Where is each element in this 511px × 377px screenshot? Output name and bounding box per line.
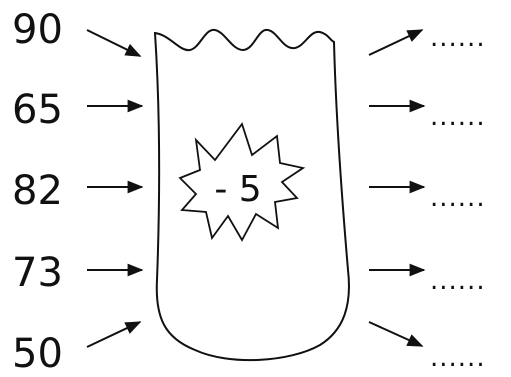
input-arrow-5: [87, 322, 140, 347]
operation-label: - 5: [198, 170, 278, 210]
output-blank-4: ......: [430, 271, 486, 291]
output-arrow-5: [369, 322, 422, 346]
input-value-2: 65: [12, 90, 63, 130]
input-value-5: 50: [12, 334, 63, 374]
output-blank-3: ......: [430, 188, 486, 208]
input-value-1: 90: [12, 10, 63, 50]
output-arrow-1: [369, 30, 422, 55]
input-value-3: 82: [12, 171, 63, 211]
output-blank-1: ......: [430, 28, 486, 48]
output-blank-2: ......: [430, 107, 486, 127]
input-value-4: 73: [12, 253, 63, 293]
output-blank-5: ......: [430, 348, 486, 368]
input-arrow-1: [87, 30, 140, 56]
